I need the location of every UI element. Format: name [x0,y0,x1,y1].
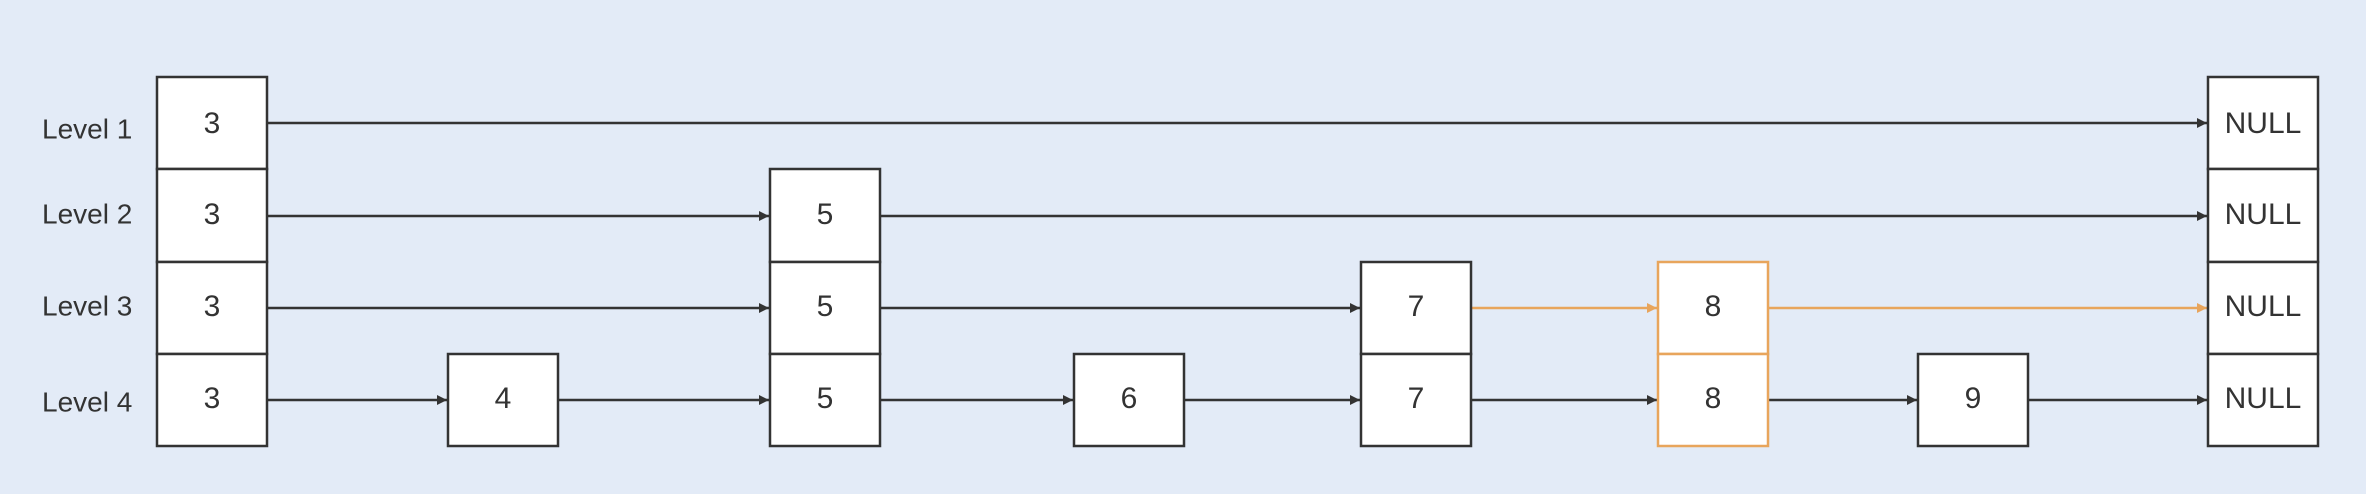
level-label-3: Level 3 [42,290,132,321]
node-l4-8-value: 8 [1705,382,1722,415]
node-l2-5-value: 5 [817,198,834,231]
node-l2-3: 3 [155,167,269,264]
node-l3-null: NULL [2206,260,2320,356]
node-l3-3-value: 3 [204,290,221,323]
node-l4-null: NULL [2206,352,2320,448]
node-l4-3: 3 [155,352,269,448]
node-l3-3: 3 [155,260,269,356]
node-l4-5: 5 [768,352,882,448]
node-l1-null: NULL [2206,75,2320,171]
node-l4-5-value: 5 [817,382,834,415]
node-l3-8-value: 8 [1705,290,1722,323]
level-label-2: Level 2 [42,198,132,229]
node-l4-3-value: 3 [204,382,221,415]
nodes: 3 3 3 3 4 5 5 5 [155,75,2320,448]
node-l3-null-value: NULL [2225,290,2302,323]
node-l4-4: 4 [446,352,560,448]
node-l4-null-value: NULL [2225,382,2302,415]
level-label-1: Level 1 [42,113,132,144]
node-l4-6: 6 [1072,352,1186,448]
node-l4-8-highlighted: 8 [1656,352,1770,448]
node-l4-6-value: 6 [1121,382,1138,415]
connectors [267,118,2207,405]
level-label-4: Level 4 [42,386,132,417]
node-l1-null-value: NULL [2225,107,2302,140]
node-l3-5: 5 [768,260,882,356]
node-l2-3-value: 3 [204,198,221,231]
node-l1-3: 3 [155,75,269,171]
node-l4-4-value: 4 [495,382,512,415]
node-l4-9: 9 [1916,352,2030,448]
node-l3-7: 7 [1359,260,1473,356]
node-l3-5-value: 5 [817,290,834,323]
node-l3-8-highlighted: 8 [1656,260,1770,356]
node-l4-9-value: 9 [1965,382,1982,415]
node-l4-7: 7 [1359,352,1473,448]
node-l2-null: NULL [2206,167,2320,264]
node-l2-null-value: NULL [2225,198,2302,231]
node-l2-5: 5 [768,167,882,264]
node-l3-7-value: 7 [1408,290,1425,323]
node-l1-3-value: 3 [204,107,221,140]
node-l4-7-value: 7 [1408,382,1425,415]
